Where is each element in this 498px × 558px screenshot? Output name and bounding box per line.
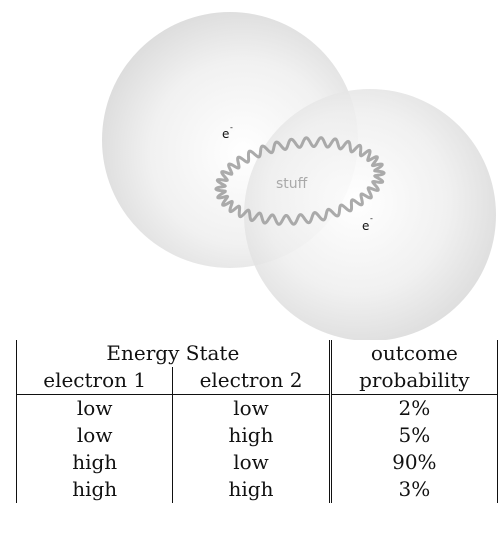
electron-2-header: electron 2 xyxy=(172,367,331,395)
outcome-probability-table: Energy State outcome electron 1 electron… xyxy=(15,340,498,503)
probability-value: 2% xyxy=(328,394,498,422)
probability-header: probability xyxy=(328,367,498,395)
svg-text:-: - xyxy=(230,123,233,132)
probability-value: 5% xyxy=(328,422,498,449)
electron-top: e - xyxy=(222,123,233,141)
probability-value: 90% xyxy=(328,449,498,476)
table-row: high high 3% xyxy=(15,476,498,503)
electron-2-state: high xyxy=(172,476,331,503)
table-row: low low 2% xyxy=(15,394,498,422)
electron-1-state: low xyxy=(15,422,173,449)
table-row: low high 5% xyxy=(15,422,498,449)
table-row: high low 90% xyxy=(15,449,498,476)
electron-cloud-2 xyxy=(244,89,496,340)
electron-bottom: e - xyxy=(362,214,373,233)
electron-2-state: low xyxy=(172,449,331,476)
outcome-header: outcome xyxy=(328,340,498,367)
energy-state-header: Energy State xyxy=(16,340,331,367)
outcome-table-wrapper: Energy State outcome electron 1 electron… xyxy=(0,340,498,558)
electron-diagram: stuff e - e - xyxy=(102,12,496,340)
electron-1-state: high xyxy=(15,449,173,476)
electron-1-header: electron 1 xyxy=(15,367,173,395)
svg-text:e: e xyxy=(222,127,229,141)
probability-value: 3% xyxy=(328,476,498,503)
electron-2-state: low xyxy=(172,394,331,422)
wavy-interaction-ring xyxy=(214,136,386,226)
electron-2-state: high xyxy=(172,422,331,449)
svg-text:-: - xyxy=(370,214,373,223)
center-label: stuff xyxy=(276,176,308,192)
electron-1-state: high xyxy=(15,476,173,503)
svg-text:e: e xyxy=(362,219,369,233)
electron-1-state: low xyxy=(15,394,173,422)
